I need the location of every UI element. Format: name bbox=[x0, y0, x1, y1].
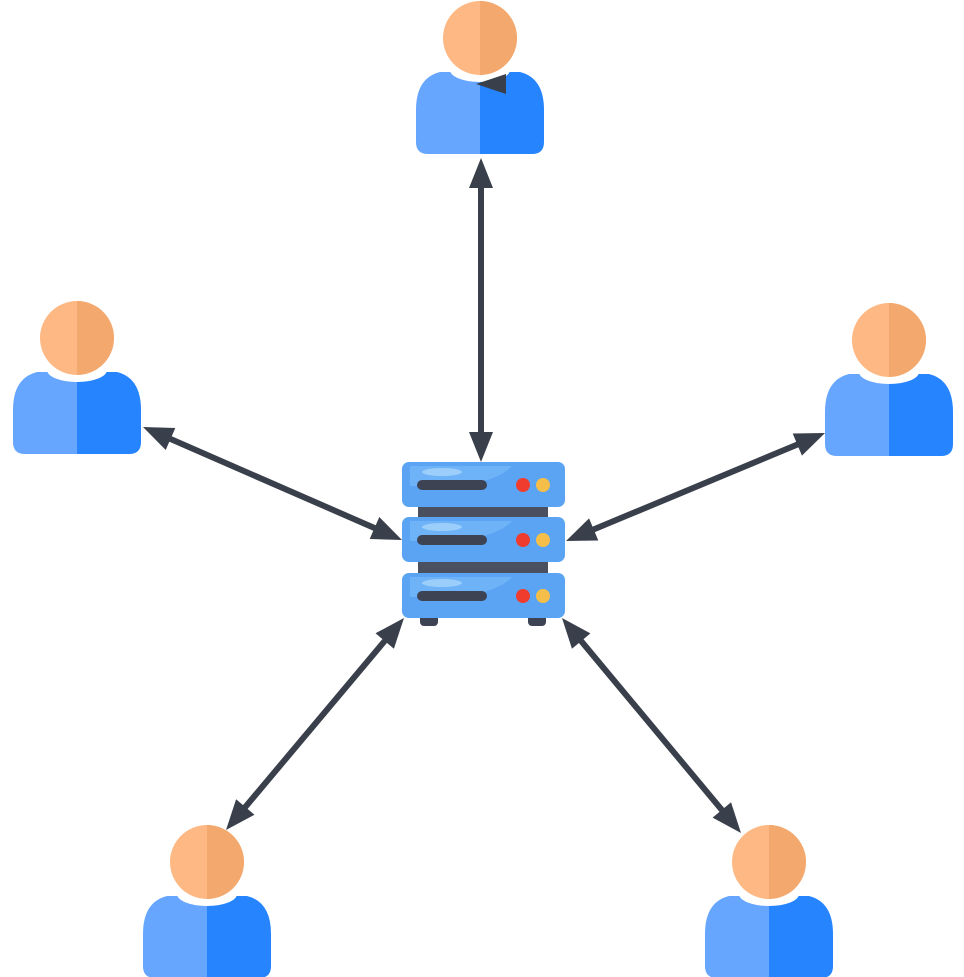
arrow-shaft bbox=[573, 631, 730, 820]
arrowhead-server-end bbox=[375, 618, 404, 649]
head bbox=[443, 1, 517, 75]
user-icon-bottom-left bbox=[143, 825, 271, 977]
drive-slot bbox=[417, 591, 487, 601]
status-led-yellow bbox=[536, 589, 550, 603]
status-led-yellow bbox=[536, 533, 550, 547]
arrow-right bbox=[566, 433, 825, 541]
arrowhead-user-end bbox=[712, 802, 741, 833]
user-icon-right bbox=[825, 303, 953, 456]
tie bbox=[476, 74, 506, 94]
server-unit bbox=[402, 573, 565, 618]
server-unit bbox=[402, 517, 565, 562]
user-icon-bottom-right bbox=[705, 825, 833, 977]
drive-slot bbox=[417, 535, 487, 545]
user-icon-left bbox=[13, 301, 141, 454]
arrowhead-user-end bbox=[792, 433, 825, 456]
user-icon-top bbox=[416, 1, 544, 154]
arrow-shaft bbox=[160, 432, 385, 535]
arrowhead-server-end bbox=[566, 518, 599, 541]
head bbox=[40, 301, 114, 375]
server-unit bbox=[402, 462, 565, 507]
arrow-bottom-left bbox=[226, 618, 404, 830]
arrowhead-user-end bbox=[226, 799, 255, 830]
head bbox=[170, 825, 244, 899]
drive-slot bbox=[417, 480, 487, 490]
arrowhead-user-end bbox=[143, 427, 176, 450]
connections bbox=[143, 158, 825, 833]
arrow-shaft bbox=[583, 438, 808, 536]
status-led-red bbox=[516, 478, 530, 492]
arrow-shaft bbox=[237, 631, 393, 817]
arrow-top bbox=[469, 158, 493, 462]
server-rail bbox=[418, 505, 548, 519]
arrowhead-server-end bbox=[369, 517, 402, 540]
status-led-red bbox=[516, 533, 530, 547]
status-led-yellow bbox=[536, 478, 550, 492]
arrowhead-server-end bbox=[469, 432, 493, 462]
arrowhead-server-end bbox=[562, 618, 591, 649]
head bbox=[732, 825, 806, 899]
arrowhead-user-end bbox=[469, 158, 493, 188]
server-rail bbox=[418, 561, 548, 575]
head bbox=[852, 303, 926, 377]
server-rack-icon bbox=[402, 462, 565, 626]
users bbox=[13, 1, 953, 977]
arrow-bottom-right bbox=[562, 618, 741, 833]
status-led-red bbox=[516, 589, 530, 603]
arrow-left bbox=[143, 427, 402, 540]
